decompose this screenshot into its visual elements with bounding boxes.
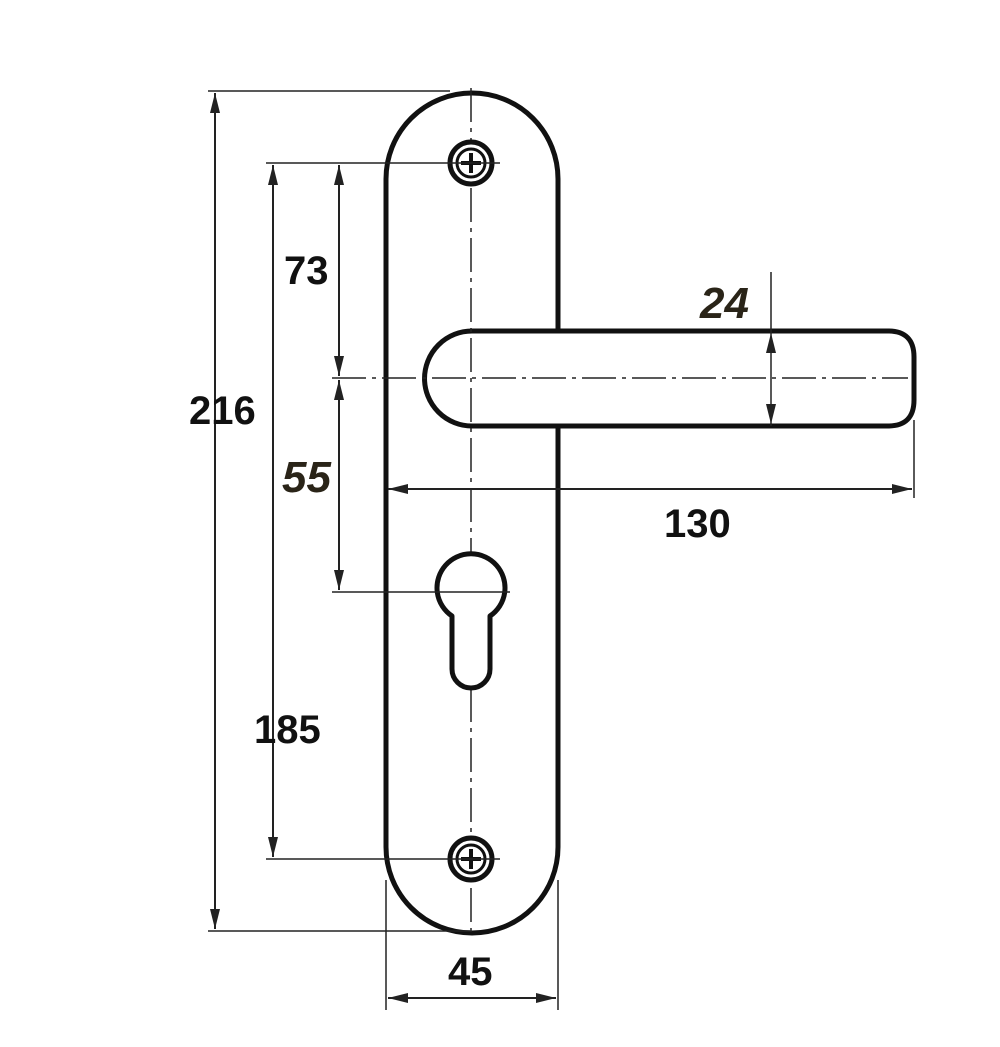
label-screw-spacing: 185 — [254, 708, 321, 752]
label-lever-to-cylinder: 55 — [282, 453, 331, 502]
lever-outline — [422, 328, 917, 429]
label-screw-to-lever: 73 — [284, 249, 329, 293]
label-lever-thickness: 24 — [699, 279, 749, 328]
label-lever-length: 130 — [664, 502, 731, 546]
cylinder-keyhole-outline — [434, 551, 508, 691]
backplate-outline — [383, 90, 561, 936]
dimension-arrowheads — [210, 93, 912, 1003]
label-plate-width: 45 — [448, 950, 493, 994]
label-overall-height: 216 — [189, 389, 256, 433]
